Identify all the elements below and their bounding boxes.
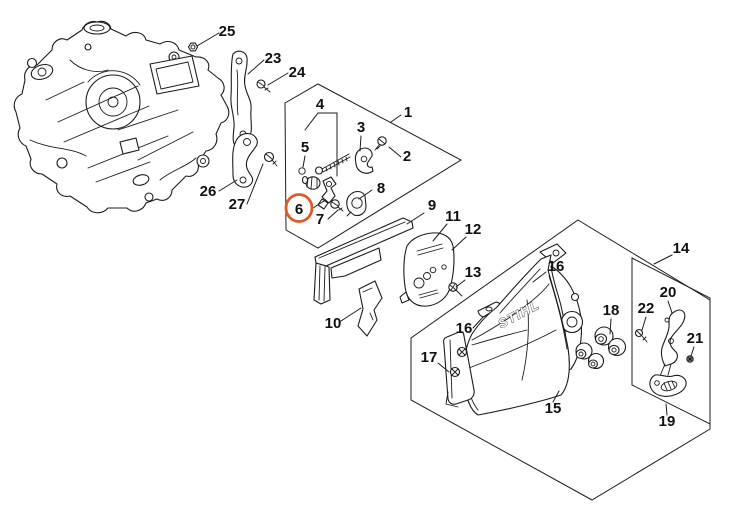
- callout-1[interactable]: 1: [404, 104, 412, 121]
- callout-14[interactable]: 14: [673, 240, 690, 257]
- callout-16-left[interactable]: 16: [456, 320, 473, 337]
- part-27-screw: [263, 151, 278, 167]
- callout-10[interactable]: 10: [325, 315, 342, 332]
- part-21-nut: [686, 355, 694, 363]
- callout-4-bracket: [304, 112, 338, 177]
- group-box-1-tensioner: [284, 83, 463, 249]
- part-17-bumper-spike: [443, 331, 475, 408]
- part-26-brake-lever: [232, 132, 258, 188]
- callout-9[interactable]: 9: [428, 197, 436, 214]
- part-5-oring: [298, 167, 306, 175]
- callout-2[interactable]: 2: [403, 148, 411, 165]
- callout-12[interactable]: 12: [465, 221, 482, 238]
- part-9-chain-guard: [313, 217, 414, 305]
- part-10-guard-flap: [357, 280, 383, 337]
- group-box-1-outline: [284, 83, 463, 249]
- callout-7[interactable]: 7: [316, 211, 324, 228]
- crankcase-drawing: [13, 20, 230, 214]
- callout-24[interactable]: 24: [289, 64, 306, 81]
- callout-23[interactable]: 23: [265, 50, 282, 67]
- callout-4[interactable]: 4: [316, 96, 325, 113]
- callout-25[interactable]: 25: [219, 23, 236, 40]
- part-6-tensioner-slide: [317, 176, 337, 210]
- part-25-nut: [187, 42, 199, 52]
- callout-20[interactable]: 20: [660, 284, 677, 301]
- part-2-screw: [374, 136, 387, 151]
- part-18-bar-nuts: [575, 326, 627, 370]
- callout-26[interactable]: 26: [200, 183, 217, 200]
- callout-22[interactable]: 22: [638, 300, 655, 317]
- callout-17[interactable]: 17: [421, 349, 438, 366]
- callout-5[interactable]: 5: [301, 139, 309, 156]
- group-box-14-outline: [631, 257, 711, 425]
- part-20-chain-catcher: [649, 309, 687, 397]
- part-23-buffer-plate: [230, 50, 252, 148]
- leader-lines: [196, 32, 695, 416]
- callout-6-selected[interactable]: 6: [295, 201, 303, 218]
- part-13-screw: [448, 282, 463, 297]
- part-3-clamp: [354, 147, 374, 174]
- callout-19[interactable]: 19: [659, 413, 676, 430]
- callout-18[interactable]: 18: [603, 302, 620, 319]
- part-15-sprocket-cover: STIHL: [463, 243, 584, 416]
- callouts: 25 23 24 26 27 4 5 3 1 2 8 6 7 9 11 12 1…: [200, 23, 704, 430]
- callout-16-top[interactable]: 16: [548, 258, 565, 275]
- callout-13[interactable]: 13: [465, 264, 482, 281]
- callout-8[interactable]: 8: [377, 180, 385, 197]
- callout-27[interactable]: 27: [229, 196, 246, 213]
- part-12-bar-side-plate: [399, 232, 455, 307]
- callout-21[interactable]: 21: [687, 330, 704, 347]
- part-4-tension-screw: [314, 153, 351, 175]
- part-22-screw: [634, 328, 648, 343]
- group-box-14-chain-catcher: [631, 257, 711, 425]
- part-4-tensioner-gear: [301, 175, 321, 190]
- callout-15[interactable]: 15: [545, 400, 562, 417]
- callout-11[interactable]: 11: [445, 208, 461, 225]
- callout-3[interactable]: 3: [357, 119, 365, 136]
- part-8-cover-plate: [346, 190, 367, 217]
- selected-part-highlight-ring: [284, 193, 314, 223]
- part-7-screw: [330, 199, 344, 212]
- part-24-screw: [256, 79, 271, 93]
